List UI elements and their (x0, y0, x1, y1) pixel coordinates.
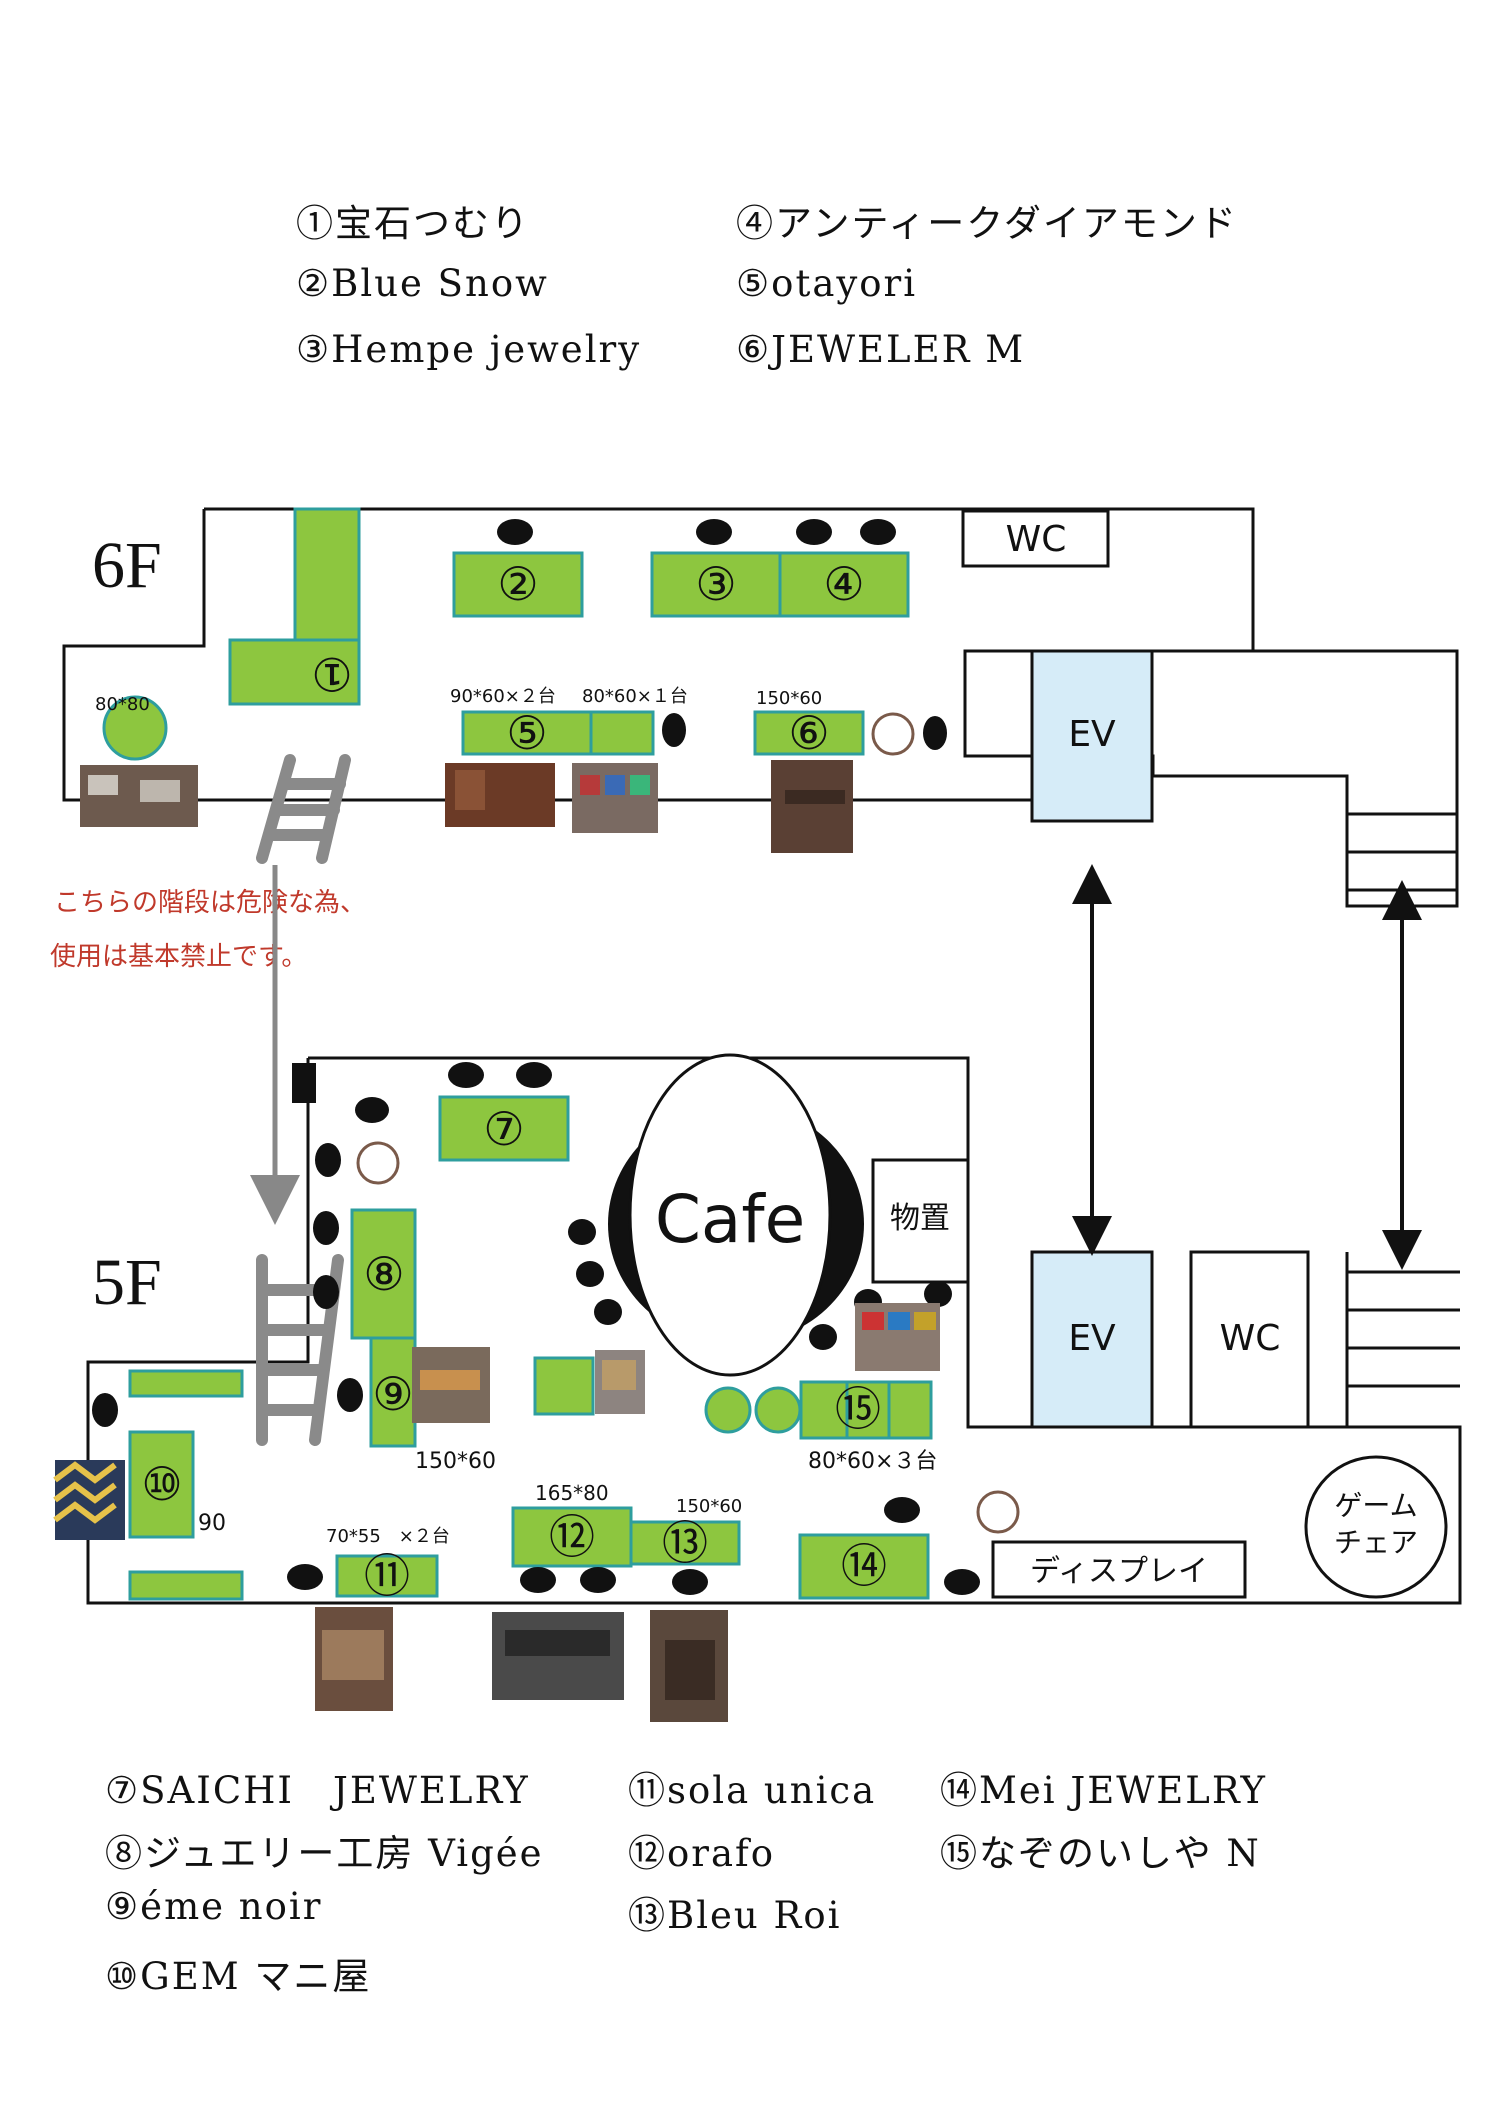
legend-item-5: ⑤otayori (736, 262, 918, 305)
booth-8-table (350, 1208, 417, 1340)
room-wc-6f-label: WC (1006, 519, 1067, 560)
elevator-6f (1030, 649, 1154, 823)
legend-item-15: ⑮なぞのいしや N (940, 1832, 1261, 1875)
floor-label-6f: 6F (92, 529, 162, 602)
legend-item-9: ⑨éme noir (105, 1885, 323, 1928)
booth-1-table-b (228, 638, 361, 706)
game-chair-label-2: チェア (1334, 1526, 1418, 1559)
small-table-5f (533, 1356, 595, 1416)
legend-item-4: ④アンティークダイアモンド (736, 202, 1238, 245)
round-table-6f (102, 695, 168, 761)
chairs (92, 519, 980, 1595)
booth-3-number: ③ (695, 557, 736, 611)
stairs-5f (1345, 1252, 1460, 1427)
photo-booth-6 (771, 760, 853, 853)
booth-9-table (369, 1336, 417, 1448)
booth-15-table-c (887, 1380, 933, 1440)
booth-2-table (452, 551, 584, 618)
dim-booth-11: 70*55 ×２台 (326, 1526, 450, 1547)
photo-6f-round-table (80, 765, 198, 827)
booth-6-table (753, 710, 865, 756)
booth-13-table (629, 1520, 741, 1566)
dim-booth-10: 90 (198, 1511, 226, 1536)
photo-placeholders (53, 760, 940, 1722)
elevator-5f (1030, 1250, 1154, 1429)
room-wc-5f-label: WC (1220, 1318, 1281, 1359)
booth-12-table (511, 1506, 633, 1568)
booth-4-number: ④ (823, 557, 864, 611)
booth-13-number: ⑬ (662, 1516, 708, 1570)
booth-11-table (335, 1554, 439, 1598)
display-area-label: ディスプレイ (1030, 1554, 1208, 1589)
legend-item-7: ⑦SAICHI JEWELRY (105, 1769, 530, 1812)
booth-8-number: ⑧ (363, 1247, 404, 1301)
booth-14-number: ⑭ (841, 1539, 887, 1593)
booth-10-number: ⑩ (141, 1457, 182, 1511)
side-table-5f-a (128, 1369, 244, 1398)
room-wc-6f (961, 509, 1110, 568)
cafe-area (628, 1053, 832, 1377)
legend-item-12: ⑫orafo (628, 1832, 775, 1875)
booth-5-table-b (589, 710, 655, 756)
legend-item-2: ②Blue Snow (296, 262, 549, 305)
photo-booth-5b (572, 763, 658, 833)
legend-item-11: ⑪sola unica (628, 1769, 877, 1812)
legend-item-14: ⑭Mei JEWELRY (940, 1769, 1267, 1812)
booth-1-table-a (293, 507, 361, 642)
round-table-5f-b (754, 1386, 802, 1434)
dim-booth-13: 150*60 (676, 1496, 742, 1517)
dim-booth-6: 150*60 (756, 688, 822, 709)
legend-item-6: ⑥JEWELER M (736, 328, 1026, 371)
dim-booth-5b: 80*60×１台 (582, 686, 688, 707)
legend-item-10: ⑩GEM マニ屋 (105, 1955, 372, 1998)
stairs-6f (1347, 812, 1457, 892)
legend-item-13: ⑬Bleu Roi (628, 1894, 842, 1937)
round-table-5f-a (704, 1386, 752, 1434)
storage-room (871, 1158, 970, 1284)
booth-7-table (438, 1095, 570, 1162)
dim-round-6f: 80*80 (95, 694, 150, 715)
booth-9-number: ⑨ (372, 1367, 413, 1421)
elevator-6f-label: EV (1068, 714, 1116, 755)
booth-11-number: ⑪ (364, 1549, 410, 1603)
restricted-stairs-6f (256, 754, 351, 864)
booth-12-number: ⑫ (549, 1510, 595, 1564)
dim-booth-9: 150*60 (415, 1449, 496, 1474)
booth-7-number: ⑦ (483, 1102, 524, 1156)
storage-room-label: 物置 (890, 1201, 950, 1236)
stairs-warning-line1: こちらの階段は危険な為、 (54, 888, 367, 918)
dim-booth-15: 80*60×３台 (808, 1449, 937, 1474)
booth-1-number: ① (311, 647, 352, 701)
stairs-warning-line2: 使用は基本禁止です。 (50, 942, 308, 972)
game-chair (1304, 1455, 1448, 1599)
booth-14-table (798, 1533, 930, 1600)
booth-6-number: ⑥ (788, 706, 829, 760)
legend-item-3: ③Hempe jewelry (296, 328, 642, 371)
game-chair-label-1: ゲーム (1334, 1489, 1417, 1522)
display-area (991, 1540, 1247, 1599)
booth-5-number: ⑤ (506, 706, 547, 760)
door-marker (292, 1063, 316, 1103)
side-table-5f-b (128, 1570, 244, 1601)
booth-5-table-a (461, 710, 593, 756)
legend-item-1: ①宝石つむり (296, 202, 530, 245)
round-stools (356, 712, 1020, 1534)
booth-2-number: ② (497, 557, 538, 611)
booth-4-table (778, 551, 910, 618)
booth-10-table (128, 1430, 195, 1539)
booth-3-table (650, 551, 782, 618)
legend-item-8: ⑧ジュエリー工房 Vigée (105, 1832, 544, 1875)
booth-15-number: ⑮ (835, 1382, 881, 1436)
elevator-5f-label: EV (1068, 1318, 1116, 1359)
room-wc-5f (1189, 1250, 1310, 1429)
cafe-label: Cafe (655, 1181, 805, 1258)
dim-booth-12: 165*80 (535, 1481, 609, 1505)
floor-label-5f: 5F (92, 1246, 162, 1319)
dim-booth-5a: 90*60×２台 (450, 686, 556, 707)
